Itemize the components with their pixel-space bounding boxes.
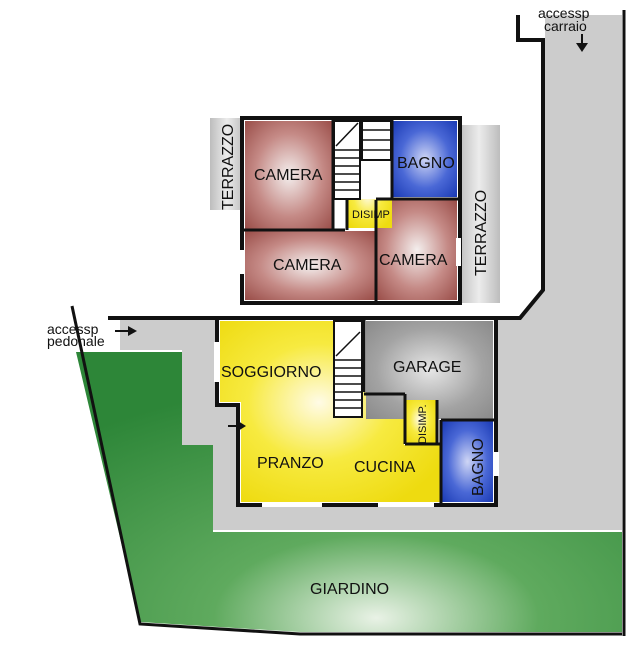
terrazzo-left-area [210, 118, 244, 210]
terrazzo-right-area [458, 125, 500, 303]
stair-upper [333, 120, 392, 200]
room-label-cucina: CUCINA [354, 459, 416, 476]
access-vehicle-label-2: carraio [544, 18, 587, 34]
camera-2-area [245, 231, 375, 300]
window-bottom-1 [262, 502, 322, 507]
window-soggiorno [214, 342, 220, 382]
room-label-soggiorno: SOGGIORNO [221, 364, 321, 381]
access-pedestrian-label-1: accessp [47, 321, 99, 337]
window-upper-right [456, 238, 461, 266]
upper-walls [244, 120, 459, 302]
vehicle-arrow-icon [576, 34, 588, 52]
camera-1-area [245, 121, 333, 229]
garden-area [76, 352, 622, 632]
window-upper-left [240, 250, 245, 274]
room-label-terrazzo-right: TERRAZZO [473, 190, 490, 276]
access-pedestrian-label-2: pedonale [47, 333, 105, 349]
garden-boundary [70, 305, 622, 636]
room-label-disimp-upper: DISIMP [352, 209, 390, 221]
window-bottom-2 [378, 502, 434, 507]
room-label-garage: GARAGE [393, 359, 461, 376]
access-vehicle-label-1: accessp [538, 5, 590, 21]
room-label-camera-3: CAMERA [379, 252, 448, 269]
room-label-disimp-lower: DISIMP. [417, 404, 429, 444]
room-label-terrazzo-left: TERRAZZO [220, 124, 237, 210]
garden-label: GIARDINO [310, 581, 389, 598]
room-label-pranzo: PRANZO [257, 455, 324, 472]
stair-lower [333, 320, 363, 418]
pedestrian-arrow-icon [115, 326, 137, 336]
room-label-bagno-lower: BAGNO [470, 438, 487, 496]
room-label-camera-2: CAMERA [273, 257, 342, 274]
room-label-bagno-upper: BAGNO [397, 155, 455, 172]
entry-arrow-icon [228, 421, 246, 431]
lower-walls [362, 320, 495, 504]
room-label-camera-1: CAMERA [254, 167, 323, 184]
disimp-lower-area [406, 400, 436, 443]
window-bagno-lower [493, 452, 499, 476]
bagno-lower-area [442, 421, 493, 502]
living-area [220, 321, 440, 502]
bagno-upper-area [393, 121, 457, 197]
